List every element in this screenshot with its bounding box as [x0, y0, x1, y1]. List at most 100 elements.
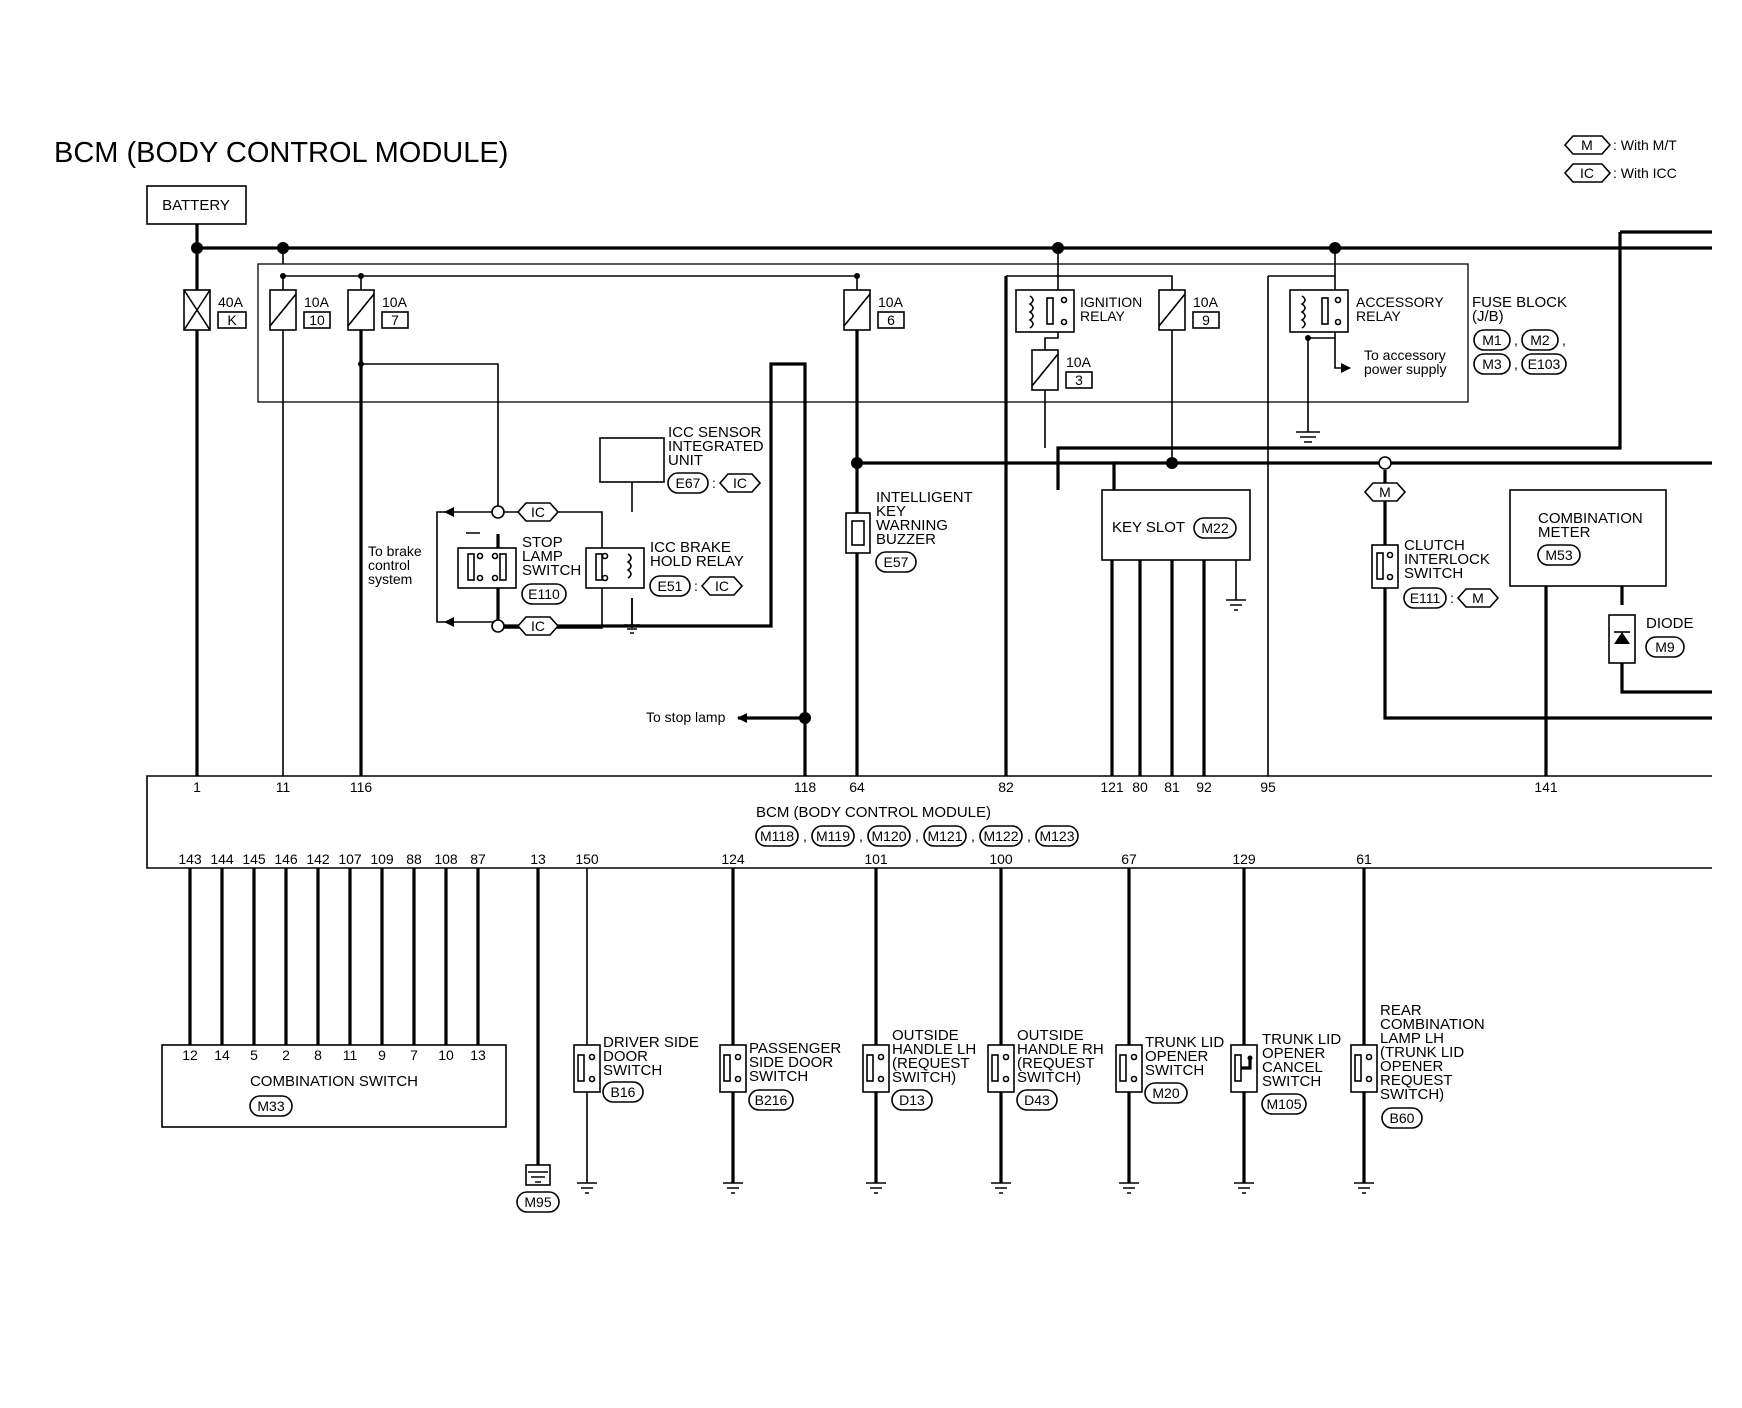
svg-text:M118: M118	[760, 828, 794, 844]
switch-driver-door: DRIVER SIDE DOOR SWITCH B16	[573, 1034, 699, 1194]
pin-label: 143	[178, 851, 202, 867]
bcm-connectors: M118 , M119 , M120 , M121 , M122 , M123	[755, 825, 1079, 847]
svg-text:LAMP LH: LAMP LH	[1380, 1030, 1444, 1047]
pin-label: 146	[274, 851, 298, 867]
svg-text:DRIVER SIDE: DRIVER SIDE	[603, 1034, 699, 1051]
svg-text:K: K	[227, 312, 237, 328]
svg-text:,: ,	[1562, 332, 1566, 348]
svg-text:PASSENGER: PASSENGER	[749, 1040, 841, 1057]
svg-text:DOOR: DOOR	[603, 1048, 648, 1065]
svg-text:IGNITION: IGNITION	[1080, 294, 1142, 310]
svg-text:CLUTCH: CLUTCH	[1404, 537, 1465, 554]
svg-text:power supply: power supply	[1364, 361, 1447, 377]
svg-text:M121: M121	[927, 828, 962, 844]
svg-text::: :	[694, 578, 698, 594]
svg-text:UNIT: UNIT	[668, 452, 703, 469]
pin-label: 10	[438, 1047, 454, 1063]
switch-trunk-lid-cancel: TRUNK LID OPENER CANCEL SWITCH M105	[1230, 1031, 1341, 1194]
pin-label: 109	[370, 851, 394, 867]
pin-label: 13	[470, 1047, 486, 1063]
svg-text:M9: M9	[1655, 639, 1675, 655]
svg-text:TRUNK LID: TRUNK LID	[1145, 1034, 1224, 1051]
switch-outside-handle-rh: OUTSIDE HANDLE RH (REQUEST SWITCH) D43	[987, 1027, 1104, 1194]
pin-label: 144	[210, 851, 234, 867]
svg-text:SWITCH: SWITCH	[522, 562, 581, 579]
pin-label: 8	[314, 1047, 322, 1063]
svg-text:M: M	[1379, 484, 1391, 500]
svg-text:M122: M122	[983, 828, 1018, 844]
fuse-10a-9: 10A 9	[1158, 289, 1220, 331]
svg-text:E110: E110	[528, 586, 560, 602]
svg-text:7: 7	[391, 312, 399, 328]
combination-meter: COMBINATION METER M53	[1509, 489, 1667, 587]
stop-lamp-switch: STOP LAMP SWITCH E110	[457, 534, 581, 605]
fuse-block-outline	[257, 263, 1469, 403]
svg-text:10A: 10A	[1066, 354, 1092, 370]
svg-text:IC: IC	[531, 504, 545, 520]
stop-lamp-note: To stop lamp	[646, 709, 726, 725]
pin-label: 145	[242, 851, 266, 867]
pin-label: 81	[1164, 779, 1180, 795]
bcm-bottom-pins: 143 144 145 146 142 107 109 88 108 87 13…	[178, 851, 1372, 867]
pin-label: 64	[849, 779, 865, 795]
pin-label: 12	[182, 1047, 198, 1063]
clutch-interlock-switch: M CLUTCH INTERLOCK SWITCH E111 : M	[1363, 482, 1500, 609]
svg-text:B60: B60	[1390, 1110, 1415, 1126]
svg-text:40A: 40A	[218, 294, 244, 310]
key-slot: KEY SLOT M22	[1101, 489, 1251, 611]
pin-label: 141	[1534, 779, 1558, 795]
svg-text:OPENER: OPENER	[1262, 1045, 1326, 1062]
svg-text:(J/B): (J/B)	[1472, 308, 1504, 325]
legend-icc-text: : With ICC	[1613, 165, 1677, 181]
svg-text:10: 10	[309, 312, 325, 328]
svg-text:CANCEL: CANCEL	[1262, 1059, 1323, 1076]
svg-text:To brake: To brake	[368, 543, 422, 559]
svg-text:E67: E67	[676, 475, 701, 491]
svg-text:FUSE BLOCK: FUSE BLOCK	[1472, 294, 1567, 311]
svg-text:REQUEST: REQUEST	[1380, 1072, 1453, 1089]
fuse-10a-3: 10A 3	[1031, 349, 1093, 391]
svg-text:KEY SLOT: KEY SLOT	[1112, 519, 1185, 536]
svg-text:SWITCH: SWITCH	[603, 1062, 662, 1079]
svg-text:SWITCH: SWITCH	[1262, 1073, 1321, 1090]
svg-text:COMBINATION: COMBINATION	[1380, 1016, 1485, 1033]
svg-text:SWITCH: SWITCH	[1145, 1062, 1204, 1079]
svg-text:RELAY: RELAY	[1356, 308, 1402, 324]
svg-text:D43: D43	[1024, 1092, 1050, 1108]
svg-text:M119: M119	[816, 828, 850, 844]
legend-mt-text: : With M/T	[1613, 137, 1677, 153]
svg-text:ACCESSORY: ACCESSORY	[1356, 294, 1444, 310]
svg-text:M53: M53	[1545, 547, 1572, 563]
svg-text:BUZZER: BUZZER	[876, 531, 936, 548]
svg-text:10A: 10A	[382, 294, 408, 310]
svg-text:COMBINATION SWITCH: COMBINATION SWITCH	[250, 1073, 418, 1090]
fuse-block-label: FUSE BLOCK (J/B) M1 , M2 , M3 , E103	[1472, 294, 1567, 375]
pin-label: 11	[276, 779, 291, 795]
key-warning-buzzer: INTELLIGENT KEY WARNING BUZZER E57	[845, 489, 973, 573]
pin-label: 100	[989, 851, 1013, 867]
svg-text:M33: M33	[257, 1098, 284, 1114]
pin-label: 67	[1121, 851, 1137, 867]
fuse-10a-7: 10A 7	[347, 289, 409, 331]
pin-label: 14	[214, 1047, 230, 1063]
svg-text:3: 3	[1075, 372, 1083, 388]
svg-text:E57: E57	[884, 554, 909, 570]
bcm-module: BCM (BODY CONTROL MODULE) M118 , M119 , …	[146, 775, 1712, 869]
fuse-40a: 40A K	[183, 289, 247, 331]
pin-label: 80	[1132, 779, 1148, 795]
svg-text:E103: E103	[1528, 356, 1561, 372]
svg-text:HOLD RELAY: HOLD RELAY	[650, 553, 744, 570]
legend-icc-code: IC	[1580, 165, 1594, 181]
legend-icc: IC : With ICC	[1563, 163, 1677, 183]
svg-text:STOP: STOP	[522, 534, 563, 551]
svg-text:IC: IC	[531, 618, 545, 634]
svg-text:,: ,	[859, 828, 863, 844]
svg-text:(TRUNK LID: (TRUNK LID	[1380, 1044, 1464, 1061]
pin-label: 5	[250, 1047, 258, 1063]
svg-text:,: ,	[971, 828, 975, 844]
svg-text:M95: M95	[524, 1194, 551, 1210]
pin-label: 1	[193, 779, 201, 795]
svg-text:INTEGRATED: INTEGRATED	[668, 438, 764, 455]
svg-text:10A: 10A	[304, 294, 330, 310]
svg-text:,: ,	[915, 828, 919, 844]
